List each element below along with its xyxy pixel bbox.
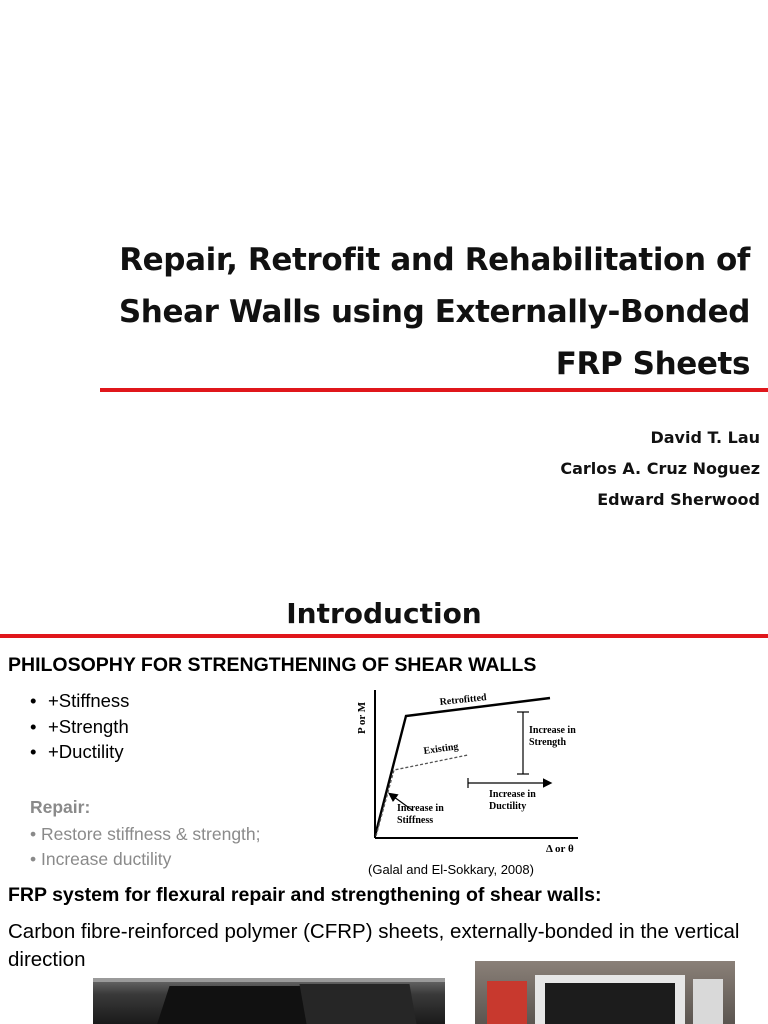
stiffness-label-line: Increase in <box>397 803 444 814</box>
benefit-list: +Stiffness +Strength +Ductility <box>30 688 129 765</box>
list-item: Increase ductility <box>30 847 261 872</box>
philosophy-heading: PHILOSOPHY FOR STRENGTHENING OF SHEAR WA… <box>8 654 537 676</box>
x-axis-label: Δ or θ <box>546 843 574 855</box>
authors-block: David T. Lau Carlos A. Cruz Noguez Edwar… <box>360 422 760 515</box>
frp-description: Carbon fibre-reinforced polymer (CFRP) s… <box>8 920 740 971</box>
author-name: David T. Lau <box>650 428 760 447</box>
ductility-label-line: Ductility <box>489 801 526 812</box>
section-divider <box>0 634 768 638</box>
retrofitted-label: Retrofitted <box>439 692 487 708</box>
strength-label: Increase in Strength <box>529 725 578 748</box>
title-divider <box>100 388 768 392</box>
author-name: Edward Sherwood <box>597 490 760 509</box>
section-heading: Introduction <box>286 597 482 630</box>
existing-curve <box>375 754 469 837</box>
title-line: Shear Walls using Externally-Bonded <box>118 294 751 330</box>
y-axis-label: P or M <box>356 701 368 734</box>
existing-label: Existing <box>423 741 459 757</box>
stiffness-label: Increase in Stiffness <box>397 803 446 826</box>
strength-label-line: Strength <box>529 737 566 748</box>
author-name: Carlos A. Cruz Noguez <box>560 459 760 478</box>
figure-citation: (Galal and El-Sokkary, 2008) <box>368 862 534 877</box>
repair-list: Restore stiffness & strength; Increase d… <box>30 822 261 872</box>
list-item: Restore stiffness & strength; <box>30 822 261 847</box>
repair-heading: Repair: <box>30 797 91 817</box>
stiffness-label-line: Stiffness <box>397 815 433 826</box>
shear-wall-test-photo-right <box>475 961 735 1024</box>
presentation-title: Repair, Retrofit and Rehabilitation of S… <box>60 234 751 390</box>
ductility-label: Increase in Ductility <box>489 789 538 812</box>
ductility-label-line: Increase in <box>489 789 536 800</box>
list-item: +Ductility <box>30 739 129 765</box>
list-item: +Strength <box>30 714 129 740</box>
title-line: Repair, Retrofit and Rehabilitation of <box>119 242 750 278</box>
frp-heading: FRP system for flexural repair and stren… <box>8 884 602 906</box>
strength-label-line: Increase in <box>529 725 576 736</box>
list-item: +Stiffness <box>30 688 129 714</box>
load-displacement-figure: P or M Δ or θ Retrofitted Existing Incre… <box>356 690 578 855</box>
stiffness-arrow <box>388 792 413 811</box>
title-line: FRP Sheets <box>555 346 751 382</box>
cfrp-sheet-photo-left <box>93 978 445 1024</box>
retrofitted-curve <box>373 696 551 837</box>
